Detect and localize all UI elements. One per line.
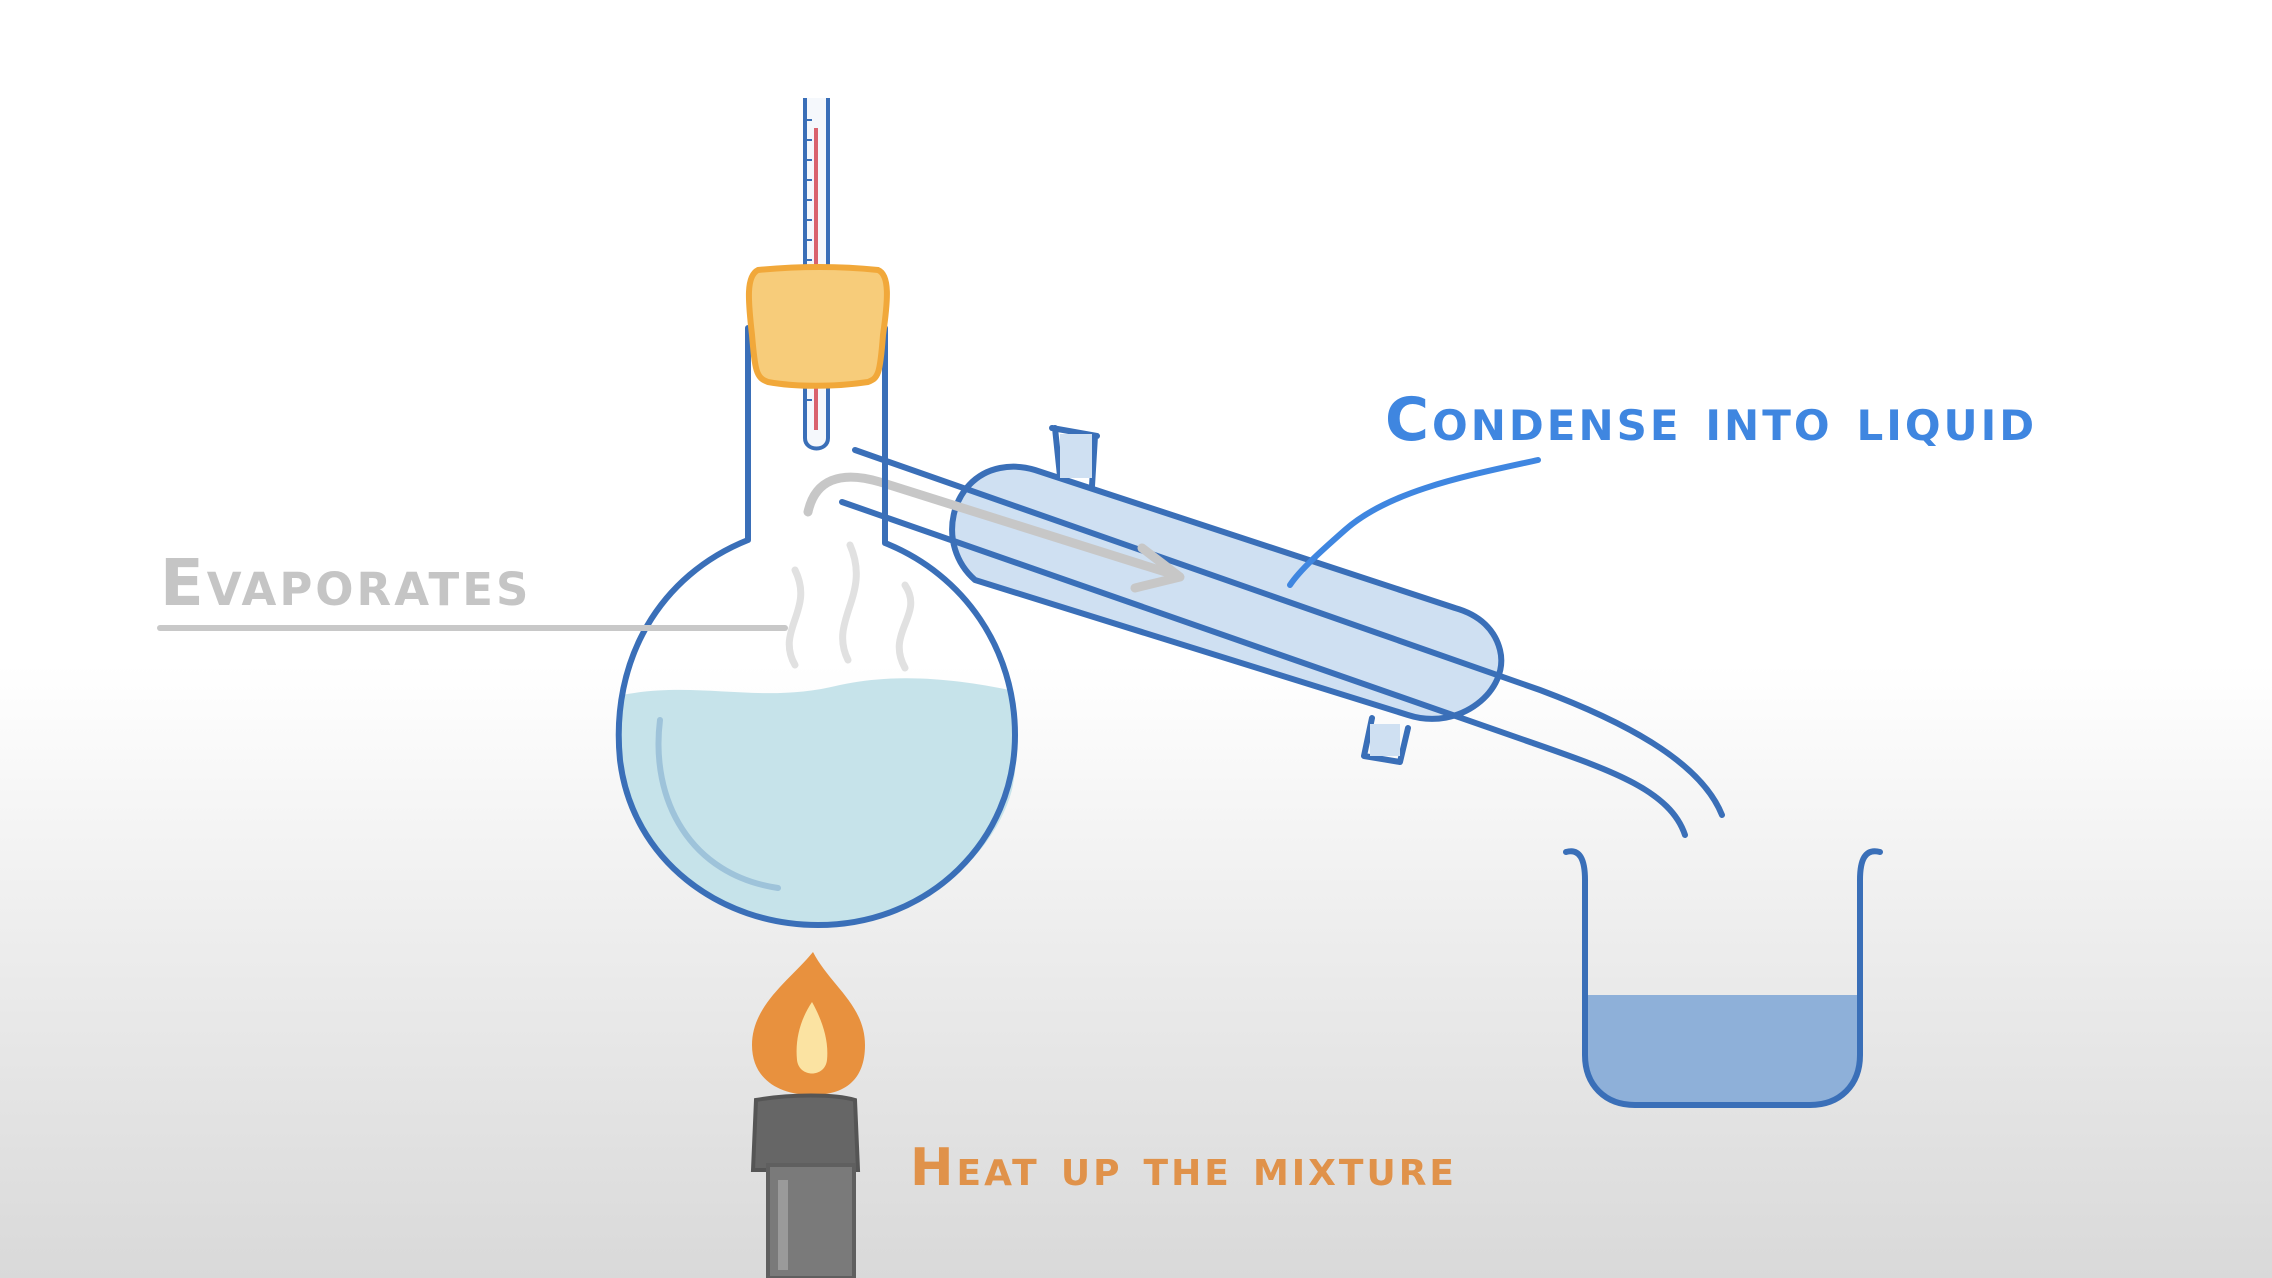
- beaker-outline: [1563, 848, 1883, 1108]
- condense-label: Condense into liquid: [1385, 385, 2037, 455]
- condenser-jacket: [949, 463, 1505, 722]
- heat-label: Heat up the mixture: [910, 1138, 1457, 1198]
- vapour-wisp: [839, 541, 860, 664]
- flask-highlight: [655, 717, 781, 891]
- evaporates-label: Evaporates: [160, 547, 531, 621]
- flame-inner: [796, 1002, 828, 1074]
- beaker-liquid: [1585, 995, 1860, 1105]
- condenser-inner-tube-top: [852, 447, 1725, 818]
- vapour-wisp: [785, 566, 805, 669]
- burner-highlight: [778, 1180, 788, 1270]
- flask-outline: [615, 325, 1018, 928]
- condenser-water-inlet-fill: [1370, 724, 1400, 756]
- flask-liquid: [619, 678, 1017, 926]
- round-bottom-flask: [615, 325, 1018, 928]
- condense-leader-line: [1287, 457, 1541, 588]
- vapour-arrow: [803, 472, 1180, 580]
- condenser: [803, 425, 1725, 838]
- bunsen-burner: [750, 952, 865, 1278]
- stopper: [745, 264, 890, 389]
- beaker: [1563, 848, 1883, 1108]
- condenser-inner-tube-bottom: [839, 499, 1688, 838]
- burner-collar: [750, 1093, 861, 1172]
- vapour-arrow-head: [1130, 543, 1185, 593]
- vapour-wisp: [895, 581, 915, 672]
- condenser-water-outlet-fill: [1060, 434, 1092, 478]
